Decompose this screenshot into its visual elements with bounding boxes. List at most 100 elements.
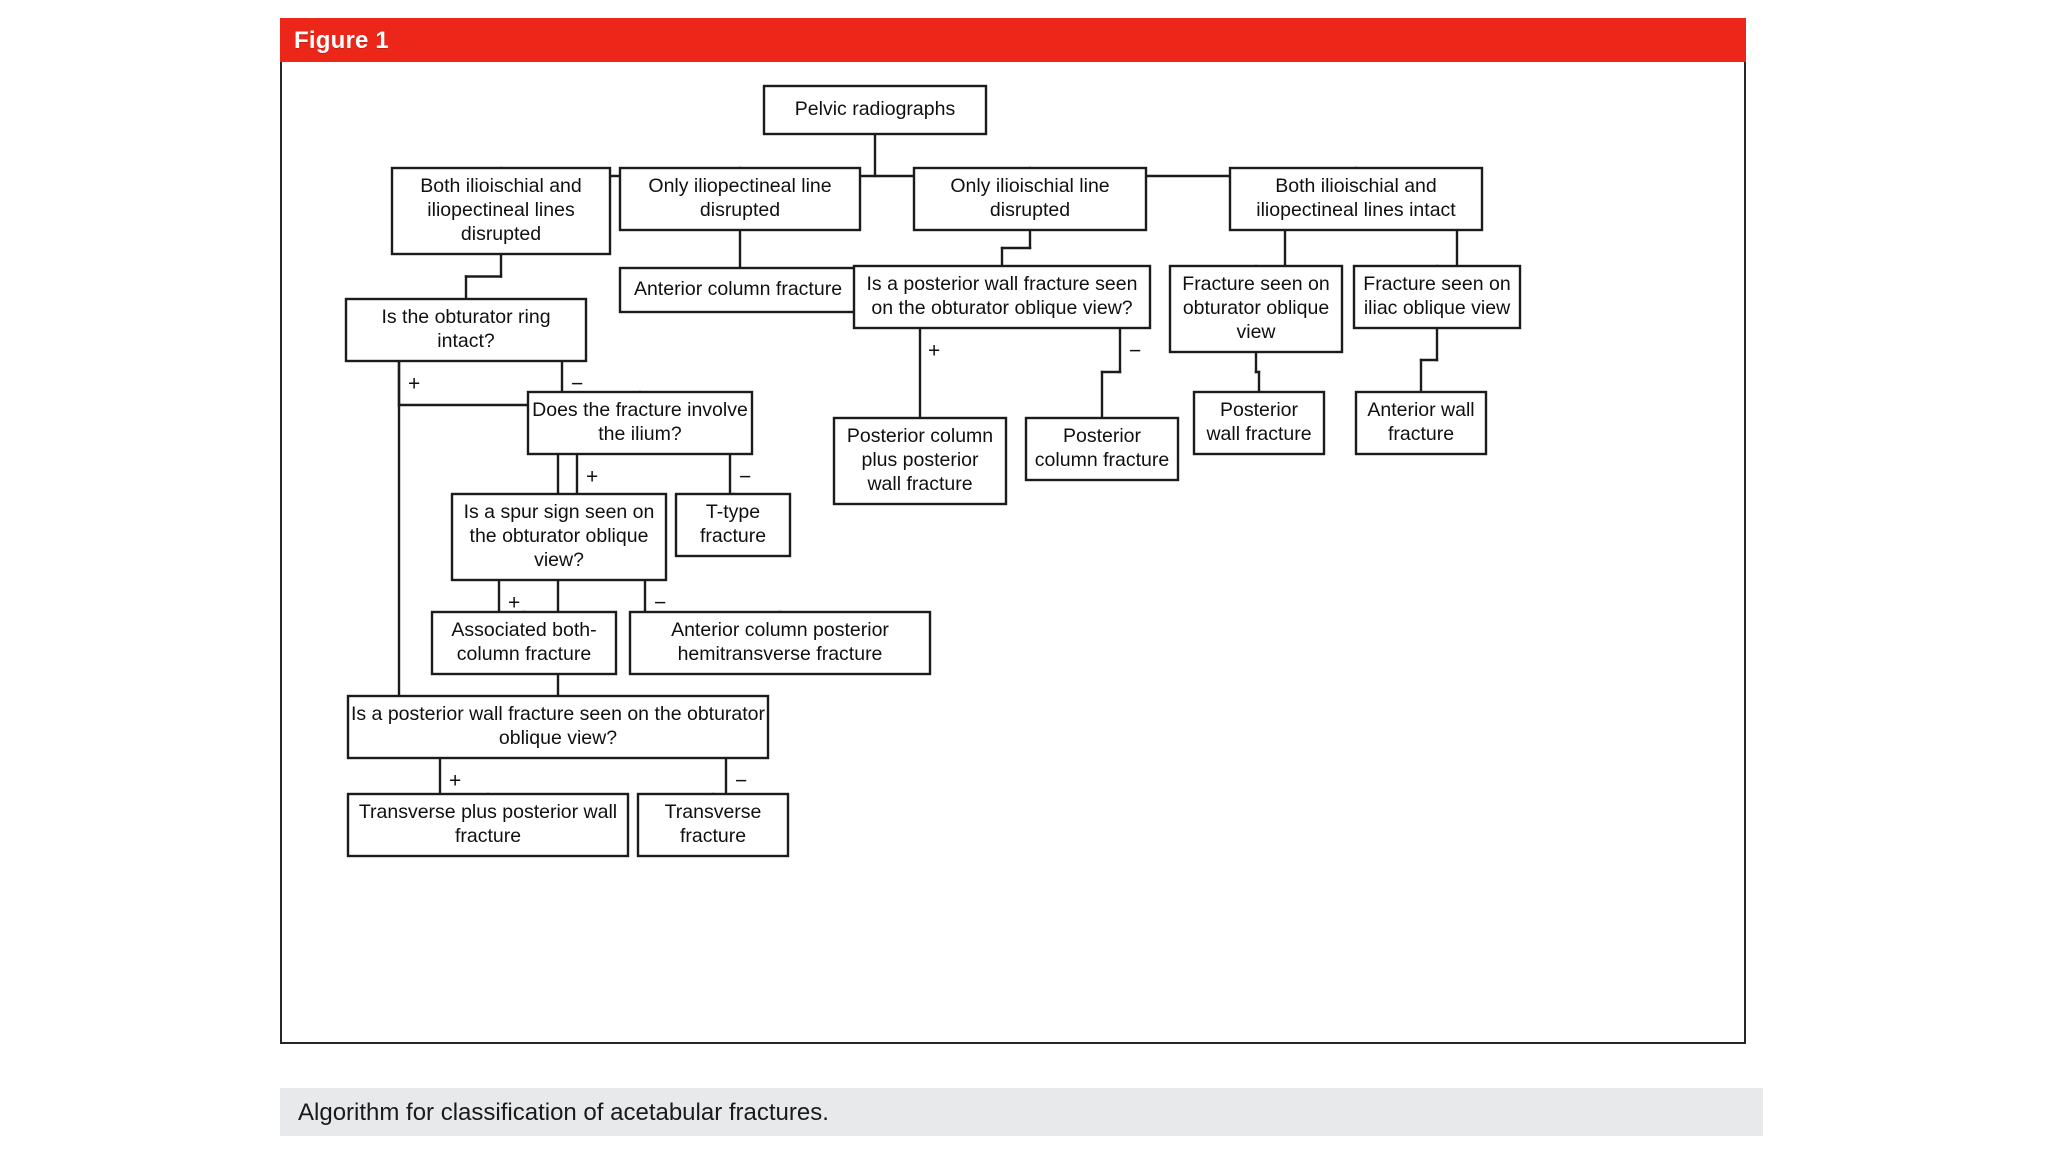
flow-node-pw_obl_l: Is a posterior wall fracture seen on the… [346, 694, 770, 760]
node-box-both_intact [1228, 166, 1484, 232]
node-label-aw_frac: Anterior wall [1367, 399, 1474, 421]
flow-node-ant_col: Anterior column fracture [618, 266, 858, 314]
node-label-both_dis: iliopectineal lines [427, 199, 575, 221]
edge-sign-plus: + [508, 592, 520, 615]
edge-sign-minus: − [739, 466, 751, 489]
node-box-pw_frac [1192, 390, 1326, 456]
node-box-both_dis [390, 166, 612, 256]
node-box-only_ilio_i [912, 166, 1148, 232]
node-label-both_col: column fracture [457, 643, 591, 665]
node-label-ilium_q: Does the fracture involve [532, 399, 748, 421]
node-box-pc_pw_frac [832, 416, 1008, 506]
node-label-frac_iliac: iliac oblique view [1364, 297, 1511, 319]
flow-node-ant_hemi: Anterior column posteriorhemitransverse … [628, 610, 932, 676]
node-label-ant_hemi: Anterior column posterior [671, 619, 889, 641]
node-box-ant_hemi [628, 610, 932, 676]
node-label-t_type: T-type [706, 501, 760, 523]
node-label-trans_pw: fracture [455, 825, 521, 847]
node-box-aw_frac [1354, 390, 1488, 456]
node-box-spur_q [450, 492, 668, 582]
node-label-only_ilio_p: disrupted [700, 199, 780, 221]
node-box-pw_obl_l [346, 694, 770, 760]
node-label-frac_obt: obturator oblique [1183, 297, 1329, 319]
node-label-obt_ring: intact? [437, 330, 495, 352]
node-label-both_intact: iliopectineal lines intact [1256, 199, 1456, 221]
edge-sign-minus: − [1129, 340, 1141, 363]
node-label-both_dis: disrupted [461, 223, 541, 245]
node-label-only_ilio_i: Only ilioischial line [950, 175, 1109, 197]
node-label-ant_col: Anterior column fracture [634, 278, 842, 300]
node-label-pw_obl_l: oblique view? [499, 727, 617, 749]
node-label-pc_pw_frac: plus posterior [861, 449, 979, 471]
node-box-obt_ring [344, 297, 588, 363]
figure-header-bar: Figure 1 [280, 18, 1746, 62]
node-label-pw_frac: Posterior [1220, 399, 1299, 421]
node-box-trans_pw [346, 792, 630, 858]
edge-sign-plus: + [449, 770, 461, 793]
node-label-both_dis: Both ilioischial and [420, 175, 582, 197]
flow-node-both_col: Associated both-column fracture [430, 610, 618, 676]
node-box-frac_iliac [1352, 264, 1522, 330]
edge-sign-plus: + [408, 373, 420, 396]
node-box-root [762, 84, 988, 136]
node-box-trans [636, 792, 790, 858]
node-box-ilium_q [526, 390, 754, 456]
node-label-ilium_q: the ilium? [598, 423, 682, 445]
node-label-trans_pw: Transverse plus posterior wall [359, 801, 617, 823]
node-label-pw_frac: wall fracture [1205, 423, 1311, 445]
node-label-frac_obt: view [1236, 321, 1276, 343]
node-label-pc_frac: Posterior [1063, 425, 1142, 447]
node-label-frac_obt: Fracture seen on [1182, 273, 1329, 295]
node-label-pc_pw_frac: Posterior column [847, 425, 993, 447]
edge-sign-plus: + [586, 466, 598, 489]
node-label-obt_ring: Is the obturator ring [381, 306, 550, 328]
figure-caption-bar: Algorithm for classification of acetabul… [280, 1088, 1763, 1136]
node-label-only_ilio_p: Only iliopectineal line [648, 175, 831, 197]
edge-sign-plus: + [928, 340, 940, 363]
figure-caption-text: Algorithm for classification of acetabul… [298, 1099, 829, 1126]
edge-sign-minus: − [571, 373, 583, 396]
flow-node-root: Pelvic radiographs [762, 84, 988, 136]
node-box-pw_obl_r [852, 264, 1152, 330]
node-label-pw_obl_r: Is a posterior wall fracture seen [867, 273, 1138, 295]
node-label-both_intact: Both ilioischial and [1275, 175, 1437, 197]
node-label-only_ilio_i: disrupted [990, 199, 1070, 221]
node-box-both_col [430, 610, 618, 676]
node-label-both_col: Associated both- [451, 619, 596, 641]
node-label-t_type: fracture [700, 525, 766, 547]
node-label-trans: Transverse [665, 801, 762, 823]
node-box-pc_frac [1024, 416, 1180, 482]
node-label-pc_pw_frac: wall fracture [866, 473, 972, 495]
node-label-aw_frac: fracture [1388, 423, 1454, 445]
node-label-pc_frac: column fracture [1035, 449, 1169, 471]
node-label-pw_obl_r: on the obturator oblique view? [871, 297, 1132, 319]
node-box-only_ilio_p [618, 166, 862, 232]
figure-label: Figure 1 [294, 27, 389, 54]
node-label-spur_q: the obturator oblique [470, 525, 649, 547]
node-box-t_type [674, 492, 792, 558]
node-label-root: Pelvic radiographs [795, 98, 956, 120]
edge-sign-minus: − [735, 770, 747, 793]
node-label-spur_q: Is a spur sign seen on [464, 501, 655, 523]
node-label-pw_obl_l: Is a posterior wall fracture seen on the… [351, 703, 766, 725]
